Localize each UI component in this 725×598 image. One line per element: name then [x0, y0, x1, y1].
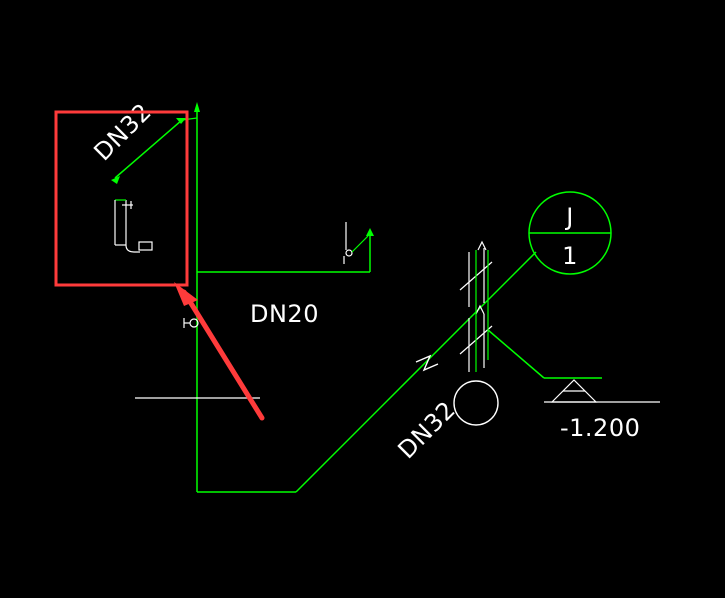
dn20-fixture-link: [351, 235, 369, 253]
dn32-top-diagonal: [114, 119, 183, 179]
dn32-diagonal-label: DN32: [392, 396, 461, 465]
elevation-label: -1.200: [560, 414, 640, 442]
highlight-box: [54, 110, 189, 287]
diagonal-break-symbol: [415, 354, 439, 372]
sleeve-top-cap: [477, 240, 487, 251]
dn20-branch-arrow: [366, 228, 374, 236]
dn32-top-arrow-lower: [111, 176, 120, 184]
fixture-box: [138, 241, 153, 251]
dn32-top-label: DN32: [88, 98, 157, 167]
label-circle-top-text: J: [564, 203, 574, 231]
diagonal-pipe-main: [295, 251, 537, 493]
sleeve-mid-cap: [475, 304, 485, 315]
elevation-pipe-diag: [487, 329, 545, 379]
highlight-arrow-head: [174, 282, 198, 306]
label-circle-bottom-text: 1: [562, 242, 578, 270]
dn20-label: DN20: [250, 300, 319, 328]
pipe-end-circle: [453, 380, 499, 426]
highlight-arrow-shaft: [181, 289, 265, 421]
dn32-top-connector: [181, 117, 198, 121]
riser-top-arrow: [194, 102, 200, 112]
fixture-bend: [125, 244, 140, 253]
dn20-fixture-valve: [345, 249, 353, 257]
